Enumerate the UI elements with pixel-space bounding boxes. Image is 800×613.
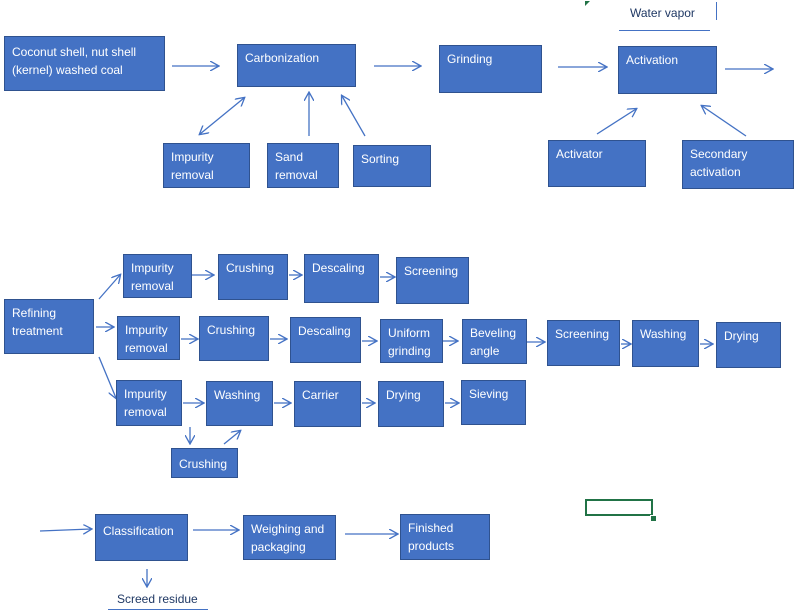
- arrow: [39, 529, 91, 531]
- activator-box: Activator: [548, 140, 646, 187]
- water-vapor-tick: [716, 2, 717, 20]
- secondary-activation-box: Secondary activation: [682, 140, 794, 189]
- raw-material-box: Coconut shell, nut shell (kernel) washed…: [4, 36, 165, 91]
- row1-screening-box: Screening: [396, 257, 469, 304]
- arrow: [98, 356, 116, 398]
- corner-mark: [585, 1, 590, 6]
- row3-carrier-box: Carrier: [294, 381, 361, 427]
- weighing-packaging-box: Weighing and packaging: [243, 515, 336, 560]
- classification-box: Classification: [95, 514, 188, 561]
- row3-sieving-box: Sieving: [461, 380, 526, 425]
- carbonization-box: Carbonization: [237, 44, 356, 87]
- refining-treatment-box: Refining treatment: [4, 299, 94, 354]
- impurity-removal-box: Impurity removal: [163, 143, 250, 188]
- arrow: [702, 106, 747, 137]
- row3-crushing-box: Crushing: [171, 448, 238, 478]
- screed-residue-label: Screed residue: [117, 592, 198, 606]
- row1-impurity-removal-box: Impurity removal: [123, 254, 192, 298]
- row2-impurity-removal-box: Impurity removal: [117, 316, 180, 360]
- row1-descaling-box: Descaling: [304, 254, 379, 303]
- row2-beveling-angle-box: Beveling angle: [462, 319, 527, 364]
- arrow: [223, 431, 240, 445]
- row2-washing-box: Washing: [632, 320, 699, 367]
- row1-crushing-box: Crushing: [218, 254, 288, 300]
- fill-handle[interactable]: [650, 515, 657, 522]
- arrow: [342, 96, 366, 137]
- row3-washing-box: Washing: [206, 381, 273, 426]
- row2-crushing-box: Crushing: [199, 316, 269, 361]
- row2-uniform-grinding-box: Uniform grinding: [380, 319, 443, 363]
- row2-screening-box: Screening: [547, 320, 620, 366]
- water-vapor-label: Water vapor: [630, 6, 695, 20]
- sand-removal-box: Sand removal: [267, 143, 339, 188]
- row2-drying-box: Drying: [716, 322, 781, 368]
- selected-cell[interactable]: [585, 499, 653, 516]
- row2-descaling-box: Descaling: [290, 317, 361, 363]
- row3-impurity-removal-box: Impurity removal: [116, 380, 182, 426]
- finished-products-box: Finished products: [400, 514, 490, 560]
- sorting-box: Sorting: [353, 145, 431, 187]
- arrow: [98, 275, 120, 300]
- screed-residue-underline: [108, 609, 208, 610]
- grinding-box: Grinding: [439, 45, 542, 93]
- water-vapor-underline: [619, 30, 710, 31]
- arrow: [596, 109, 636, 135]
- arrow: [200, 98, 244, 134]
- row3-drying-box: Drying: [378, 381, 444, 427]
- activation-box: Activation: [618, 46, 717, 94]
